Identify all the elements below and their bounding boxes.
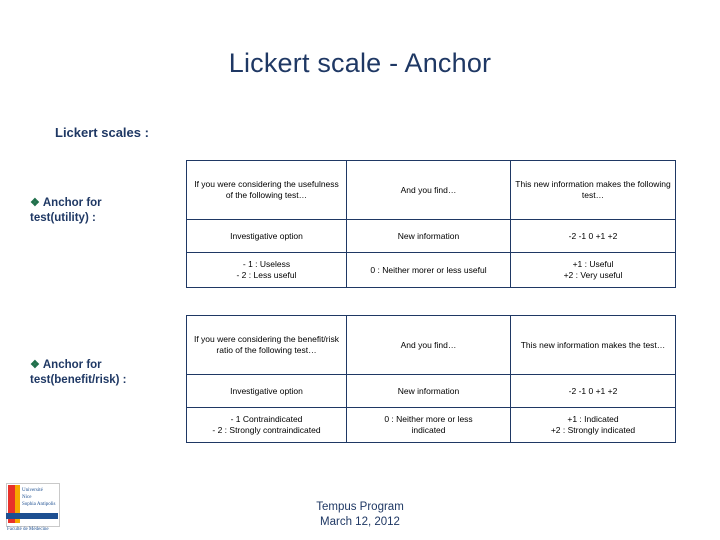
anchor-utility-line1: Anchor for [42, 197, 102, 209]
benefit-option-scale: -2 -1 0 +1 +2 [510, 374, 676, 408]
utility-scale-minus1: - 1 : Useless [242, 259, 291, 269]
utility-header-question: If you were considering the usefulness o… [186, 160, 347, 220]
utility-scale-zero: 0 : Neither morer or less useful [370, 264, 487, 275]
diamond-bullet-icon: ❖ [30, 197, 40, 209]
utility-scale-plus1: +1 : Useful [572, 259, 614, 269]
anchor-benefit-label: ❖Anchor for test(benefit/risk) : [30, 358, 160, 388]
utility-scale-neutral: 0 : Neither morer or less useful [346, 252, 511, 288]
university-logo: Université Nice Sophia Antipolis Faculté… [6, 483, 60, 535]
diamond-bullet-icon: ❖ [30, 359, 40, 371]
utility-header-finding: And you find… [346, 160, 511, 220]
benefit-scale-minus2: - 2 : Strongly contraindicated [212, 425, 321, 435]
anchor-utility-line2: test(utility) : [30, 212, 96, 224]
logo-faculty-text: Faculté de Médecine [7, 527, 49, 532]
table-row: Investigative option New information -2 … [186, 374, 676, 408]
table-row: Investigative option New information -2 … [186, 219, 676, 253]
benefit-scale-zero-line1: 0 : Neither more or less [384, 414, 473, 424]
logo-line1: Université [22, 488, 43, 493]
benefit-header-question: If you were considering the benefit/risk… [186, 315, 347, 375]
benefit-header-finding: And you find… [346, 315, 511, 375]
benefit-scale-neutral: 0 : Neither more or less indicated [346, 407, 511, 443]
benefit-scale-negative: - 1 Contraindicated - 2 : Strongly contr… [186, 407, 347, 443]
utility-option-newinfo: New information [346, 219, 511, 253]
utility-scale-positive: +1 : Useful +2 : Very useful [510, 252, 676, 288]
benefit-scale-zero-line2: indicated [411, 425, 446, 435]
anchor-benefit-line2: test(benefit/risk) : [30, 374, 127, 386]
utility-scale-minus2: - 2 : Less useful [236, 270, 297, 280]
utility-scale-negative: - 1 : Useless - 2 : Less useful [186, 252, 347, 288]
logo-blue-bar [6, 513, 58, 519]
slide-footer: Tempus Program March 12, 2012 [0, 500, 720, 530]
lickert-scales-label: Lickert scales : [55, 125, 149, 140]
page-title: Lickert scale - Anchor [228, 48, 492, 78]
utility-scale-plus2: +2 : Very useful [563, 270, 623, 280]
table-row: - 1 : Useless - 2 : Less useful 0 : Neit… [186, 252, 676, 288]
table-row: If you were considering the usefulness o… [186, 160, 676, 220]
benefit-scale-positive: +1 : Indicated +2 : Strongly indicated [510, 407, 676, 443]
table-row: - 1 Contraindicated - 2 : Strongly contr… [186, 407, 676, 443]
utility-scale-table: If you were considering the usefulness o… [186, 160, 676, 288]
logo-line2: Nice [22, 495, 32, 500]
footer-line2: March 12, 2012 [320, 516, 400, 528]
benefit-risk-scale-table: If you were considering the benefit/risk… [186, 315, 676, 443]
benefit-option-investigative: Investigative option [186, 374, 347, 408]
logo-red-bar [8, 485, 15, 523]
anchor-utility-label: ❖Anchor for test(utility) : [30, 196, 160, 226]
utility-header-result: This new information makes the following… [510, 160, 676, 220]
logo-university-text: Université Nice Sophia Antipolis [22, 487, 55, 508]
logo-orange-bar [15, 485, 20, 523]
benefit-scale-plus2: +2 : Strongly indicated [550, 425, 636, 435]
footer-line1: Tempus Program [316, 501, 404, 513]
benefit-option-newinfo: New information [346, 374, 511, 408]
utility-option-investigative: Investigative option [186, 219, 347, 253]
table-row: If you were considering the benefit/risk… [186, 315, 676, 375]
logo-line3: Sophia Antipolis [22, 502, 56, 507]
anchor-benefit-line1: Anchor for [42, 359, 102, 371]
benefit-header-result: This new information makes the test… [510, 315, 676, 375]
benefit-scale-minus1: - 1 Contraindicated [230, 414, 303, 424]
benefit-scale-plus1: +1 : Indicated [567, 414, 619, 424]
utility-option-scale: -2 -1 0 +1 +2 [510, 219, 676, 253]
